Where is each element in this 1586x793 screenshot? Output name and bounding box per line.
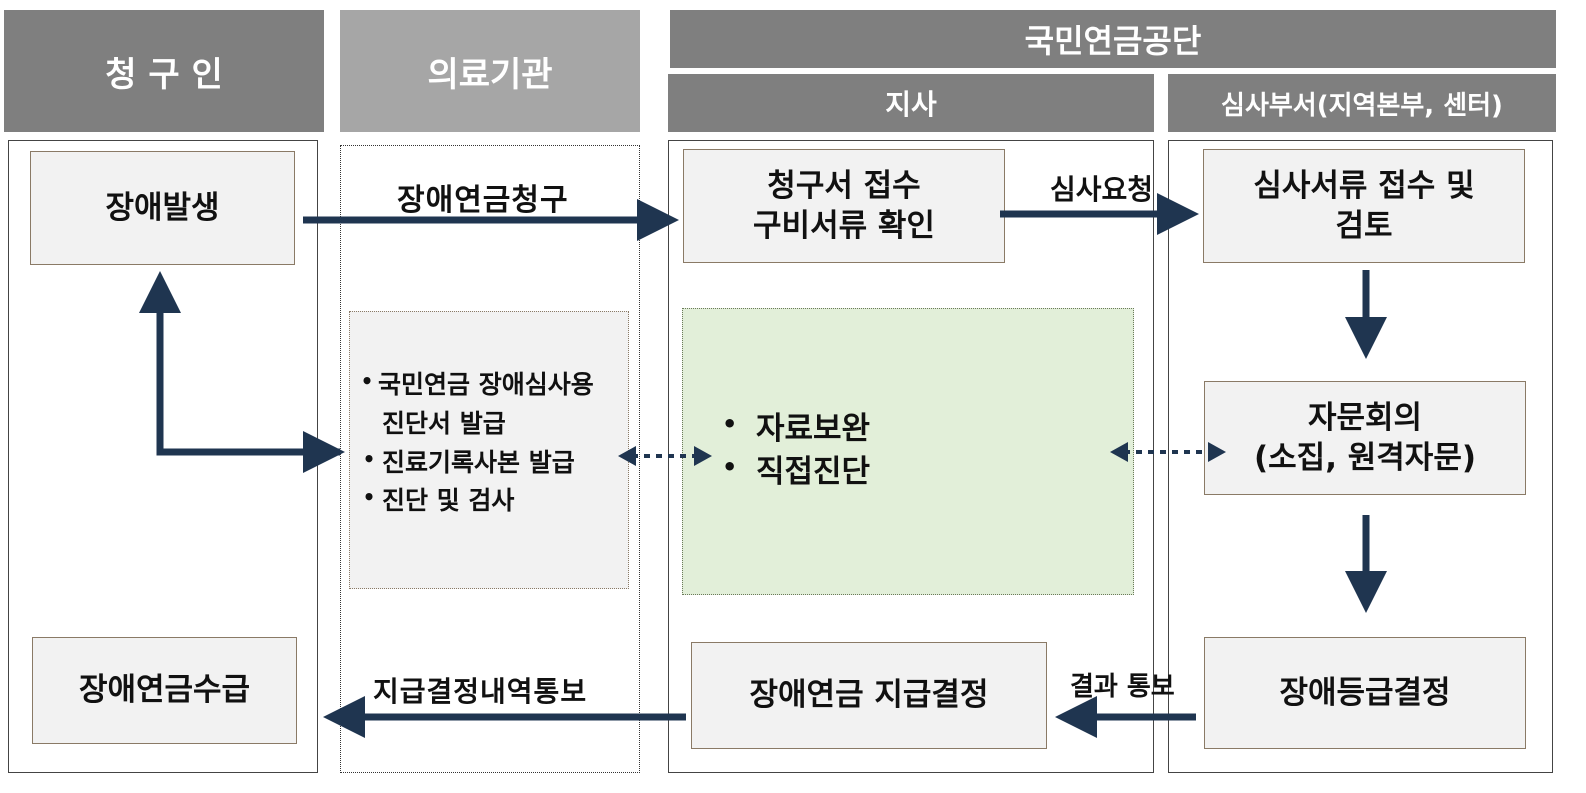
header-branch-label: 지사 bbox=[885, 88, 937, 121]
box-claim-receipt: 청구서 접수 구비서류 확인 bbox=[683, 149, 1005, 263]
box-branch-supplement bbox=[682, 308, 1134, 595]
box-disability-onset: 장애발생 bbox=[30, 151, 295, 265]
payment-decision-label: 장애연금 지급결정 bbox=[749, 677, 989, 714]
header-claimant: 청 구 인 bbox=[4, 10, 324, 132]
bullet: • bbox=[360, 369, 374, 393]
list-item: • 진료기록사본 발급 bbox=[356, 444, 626, 483]
arrowhead-right bbox=[1208, 442, 1226, 462]
header-review-dept-label: 심사부서(지역본부, 센터) bbox=[1221, 90, 1503, 121]
medical-item2: 진료기록사본 발급 bbox=[382, 447, 575, 477]
review-line2: 검토 bbox=[1335, 208, 1393, 244]
medical-item1-line1: 국민연금 장애심사용 bbox=[378, 370, 594, 399]
box-grade-decision: 장애등급결정 bbox=[1204, 637, 1526, 749]
medical-item3: 진단 및 검사 bbox=[382, 486, 515, 516]
medical-item1-line2: 진단서 발급 bbox=[382, 408, 506, 438]
branch-supplement-list: • 자료보완 • 직접진단 bbox=[722, 408, 870, 494]
disability-onset-label: 장애발생 bbox=[105, 189, 220, 226]
grade-decision-label: 장애등급결정 bbox=[1279, 674, 1451, 711]
receipt-line1: 청구서 접수 bbox=[767, 167, 921, 204]
label-payment-notice: 지급결정내역통보 bbox=[373, 675, 588, 708]
receipt-line2: 구비서류 확인 bbox=[753, 208, 935, 244]
box-review-receipt: 심사서류 접수 및 검토 bbox=[1203, 149, 1525, 263]
box-pension-receipt: 장애연금수급 bbox=[32, 637, 297, 744]
arrowhead-left bbox=[1110, 442, 1128, 462]
bullet: • bbox=[362, 485, 376, 510]
list-item: 진단서 발급 bbox=[356, 405, 626, 444]
header-medical: 의료기관 bbox=[340, 10, 640, 132]
advisory-line2: (소집, 원격자문) bbox=[1253, 440, 1477, 476]
header-medical-label: 의료기관 bbox=[427, 54, 553, 95]
header-branch: 지사 bbox=[668, 74, 1154, 132]
branch-item2: 직접진단 bbox=[756, 453, 871, 490]
arrowhead-left bbox=[618, 446, 636, 466]
list-item: • 직접진단 bbox=[722, 451, 870, 494]
list-item: • 국민연금 장애심사용 bbox=[356, 366, 626, 405]
header-review-dept: 심사부서(지역본부, 센터) bbox=[1168, 74, 1556, 132]
list-item: • 진단 및 검사 bbox=[356, 482, 626, 521]
bullet: • bbox=[722, 452, 738, 481]
arrow-onset-medical bbox=[139, 271, 340, 456]
list-item: • 자료보완 bbox=[722, 408, 870, 451]
medical-services-list: • 국민연금 장애심사용 진단서 발급 • 진료기록사본 발급 • 진단 및 검… bbox=[356, 366, 626, 521]
arrowhead-right bbox=[694, 446, 712, 466]
pension-receipt-label: 장애연금수급 bbox=[78, 672, 251, 709]
box-medical-services bbox=[349, 311, 629, 589]
advisory-line1: 자문회의 bbox=[1307, 399, 1423, 436]
header-nps-label: 국민연금공단 bbox=[1024, 22, 1202, 60]
header-nps: 국민연금공단 bbox=[670, 10, 1556, 68]
bullet: • bbox=[362, 446, 376, 471]
review-line1: 심사서류 접수 및 bbox=[1253, 167, 1475, 204]
lane-review-dept bbox=[1168, 140, 1553, 773]
label-claim: 장애연금청구 bbox=[397, 183, 569, 218]
box-payment-decision: 장애연금 지급결정 bbox=[691, 642, 1047, 749]
box-advisory-meeting: 자문회의 (소집, 원격자문) bbox=[1204, 381, 1526, 495]
label-review-request: 심사요청 bbox=[1050, 173, 1154, 206]
header-claimant-label: 청 구 인 bbox=[105, 54, 223, 95]
branch-item1: 자료보완 bbox=[756, 411, 871, 447]
bullet: • bbox=[722, 410, 738, 438]
